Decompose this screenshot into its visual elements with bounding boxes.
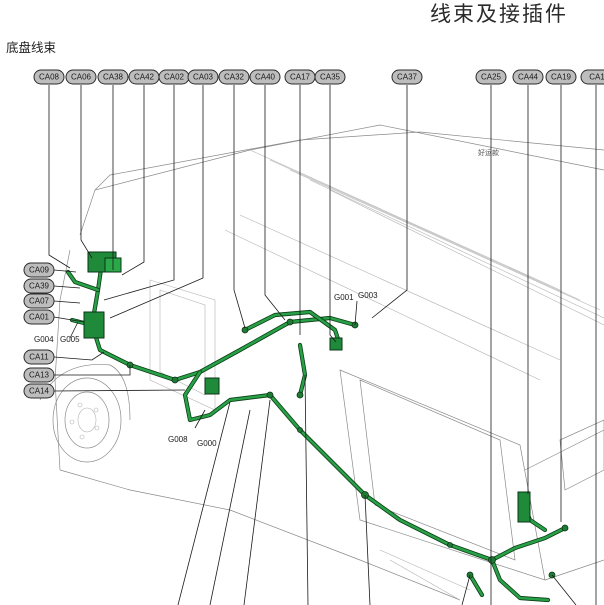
svg-text:CA40: CA40 xyxy=(255,73,276,82)
svg-text:CA13: CA13 xyxy=(29,371,50,380)
svg-text:CA38: CA38 xyxy=(103,73,124,82)
connector-label-CA37: CA37 xyxy=(391,69,423,85)
connector-label-CA09: CA09 xyxy=(23,262,55,278)
svg-text:CA01: CA01 xyxy=(29,313,50,322)
connector-label-CA06: CA06 xyxy=(65,69,97,85)
svg-text:CA39: CA39 xyxy=(29,282,50,291)
connector-label-CA25: CA25 xyxy=(475,69,507,85)
connector-label-CA42: CA42 xyxy=(128,69,160,85)
connector-label-CA32: CA32 xyxy=(218,69,250,85)
connector-label-CA38: CA38 xyxy=(97,69,129,85)
svg-text:CA19: CA19 xyxy=(551,73,572,82)
connector-label-CA02: CA02 xyxy=(158,69,190,85)
svg-text:CA25: CA25 xyxy=(481,73,502,82)
ground-label-G001: G001 xyxy=(334,293,354,302)
ground-label-G000: G000 xyxy=(197,439,217,448)
ground-label-G004: G004 xyxy=(34,335,54,344)
ground-label-G005: G005 xyxy=(60,335,80,344)
connector-label-CA39: CA39 xyxy=(23,278,55,294)
svg-text:CA35: CA35 xyxy=(320,73,341,82)
svg-text:CA11: CA11 xyxy=(29,353,49,362)
svg-text:CA17: CA17 xyxy=(290,73,311,82)
connector-label-CA11: CA11 xyxy=(23,349,55,365)
svg-text:CA09: CA09 xyxy=(29,266,50,275)
connector-label-CA03: CA03 xyxy=(187,69,219,85)
connector-label-CA17: CA17 xyxy=(284,69,316,85)
connector-label-CA44: CA44 xyxy=(512,69,544,85)
svg-text:CA37: CA37 xyxy=(397,73,418,82)
svg-text:CA42: CA42 xyxy=(134,73,155,82)
ground-label-G008: G008 xyxy=(168,435,188,444)
svg-text:CA44: CA44 xyxy=(518,73,539,82)
connector-label-CA35: CA35 xyxy=(314,69,346,85)
connector-label-CA01: CA01 xyxy=(23,309,55,325)
connector-label-CA08: CA08 xyxy=(33,69,65,85)
svg-text:CA1: CA1 xyxy=(589,73,604,82)
section-title: 底盘线束 xyxy=(6,40,57,55)
leader-lines xyxy=(48,85,597,605)
svg-text:CA32: CA32 xyxy=(224,73,245,82)
connector-label-CA40: CA40 xyxy=(249,69,281,85)
ground-label-G003: G003 xyxy=(358,291,378,300)
svg-text:CA03: CA03 xyxy=(193,73,214,82)
connector-label-CA13: CA13 xyxy=(23,367,55,383)
header-title: 线束及接插件 xyxy=(430,2,568,26)
svg-text:CA02: CA02 xyxy=(164,73,185,82)
svg-text:CA14: CA14 xyxy=(29,387,50,396)
van-outline xyxy=(39,124,604,601)
svg-text:CA06: CA06 xyxy=(71,73,92,82)
svg-text:CA08: CA08 xyxy=(39,73,60,82)
svg-text:CA07: CA07 xyxy=(29,297,50,306)
van-badge-text: 好运款 xyxy=(478,148,499,157)
connector-label-CA07: CA07 xyxy=(23,293,55,309)
connector-label-CA1: CA1 xyxy=(580,69,604,85)
connector-label-CA19: CA19 xyxy=(545,69,577,85)
connector-label-CA14: CA14 xyxy=(23,383,55,399)
